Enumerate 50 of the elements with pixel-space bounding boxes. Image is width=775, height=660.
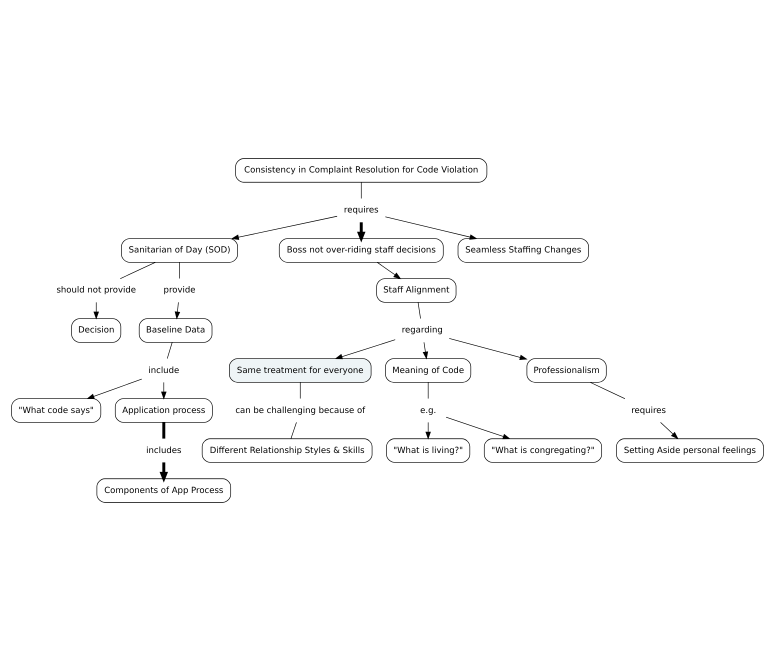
node-text: should not provide — [56, 285, 136, 296]
node-box: "What code says" — [11, 398, 102, 422]
arrow — [174, 302, 180, 320]
node-box: "What is living?" — [386, 438, 470, 462]
node-box: Setting Aside personal feelings — [616, 438, 764, 462]
node-text: requires — [631, 405, 666, 416]
connector — [162, 422, 166, 438]
connector — [179, 262, 180, 278]
arrow — [446, 416, 511, 439]
arrow — [425, 422, 431, 440]
node-text: regarding — [402, 325, 443, 336]
connector — [300, 382, 301, 398]
node-box: Components of App Process — [96, 478, 232, 502]
arrow — [376, 262, 402, 279]
node-text: provide — [164, 285, 196, 296]
arrow — [448, 338, 528, 360]
node-box: Decision — [71, 318, 122, 342]
arrow — [357, 222, 366, 242]
node-box: Consistency in Complaint Resolution for Code Violation — [235, 158, 488, 182]
arrow — [161, 382, 167, 400]
node-box: Baseline Data — [138, 318, 212, 342]
node-box: "What is congregating?" — [484, 438, 602, 462]
node-box: Sanitarian of Day (SOD) — [121, 238, 238, 262]
arrow — [660, 422, 679, 439]
node-box: Professionalism — [526, 358, 607, 382]
arrow — [334, 338, 396, 359]
arrow — [160, 462, 168, 482]
node-text: includes — [146, 445, 182, 456]
connector — [166, 342, 173, 358]
arrow — [86, 378, 142, 398]
node-text: include — [148, 365, 180, 376]
arrow — [230, 215, 338, 240]
arrow — [93, 302, 99, 320]
node-text: requires — [344, 205, 379, 216]
node-box: Seamless Staffing Changes — [458, 238, 589, 262]
connector — [290, 422, 297, 438]
connector — [120, 262, 156, 278]
arrow — [422, 342, 428, 360]
node-box: Same treatment for everyone — [229, 358, 372, 382]
node-box: Meaning of Code — [385, 358, 472, 382]
connector — [590, 382, 626, 399]
node-text: can be challenging because of — [235, 405, 366, 416]
node-text: e.g. — [420, 405, 436, 416]
node-box: Staff Alignment — [376, 278, 456, 302]
arrow — [385, 216, 478, 240]
node-box: Boss not over-riding staff decisions — [278, 238, 444, 262]
node-box: Application process — [114, 398, 213, 422]
node-box: Different Relationship Styles & Skills — [202, 438, 372, 462]
connector — [360, 181, 362, 198]
connector — [418, 302, 421, 318]
